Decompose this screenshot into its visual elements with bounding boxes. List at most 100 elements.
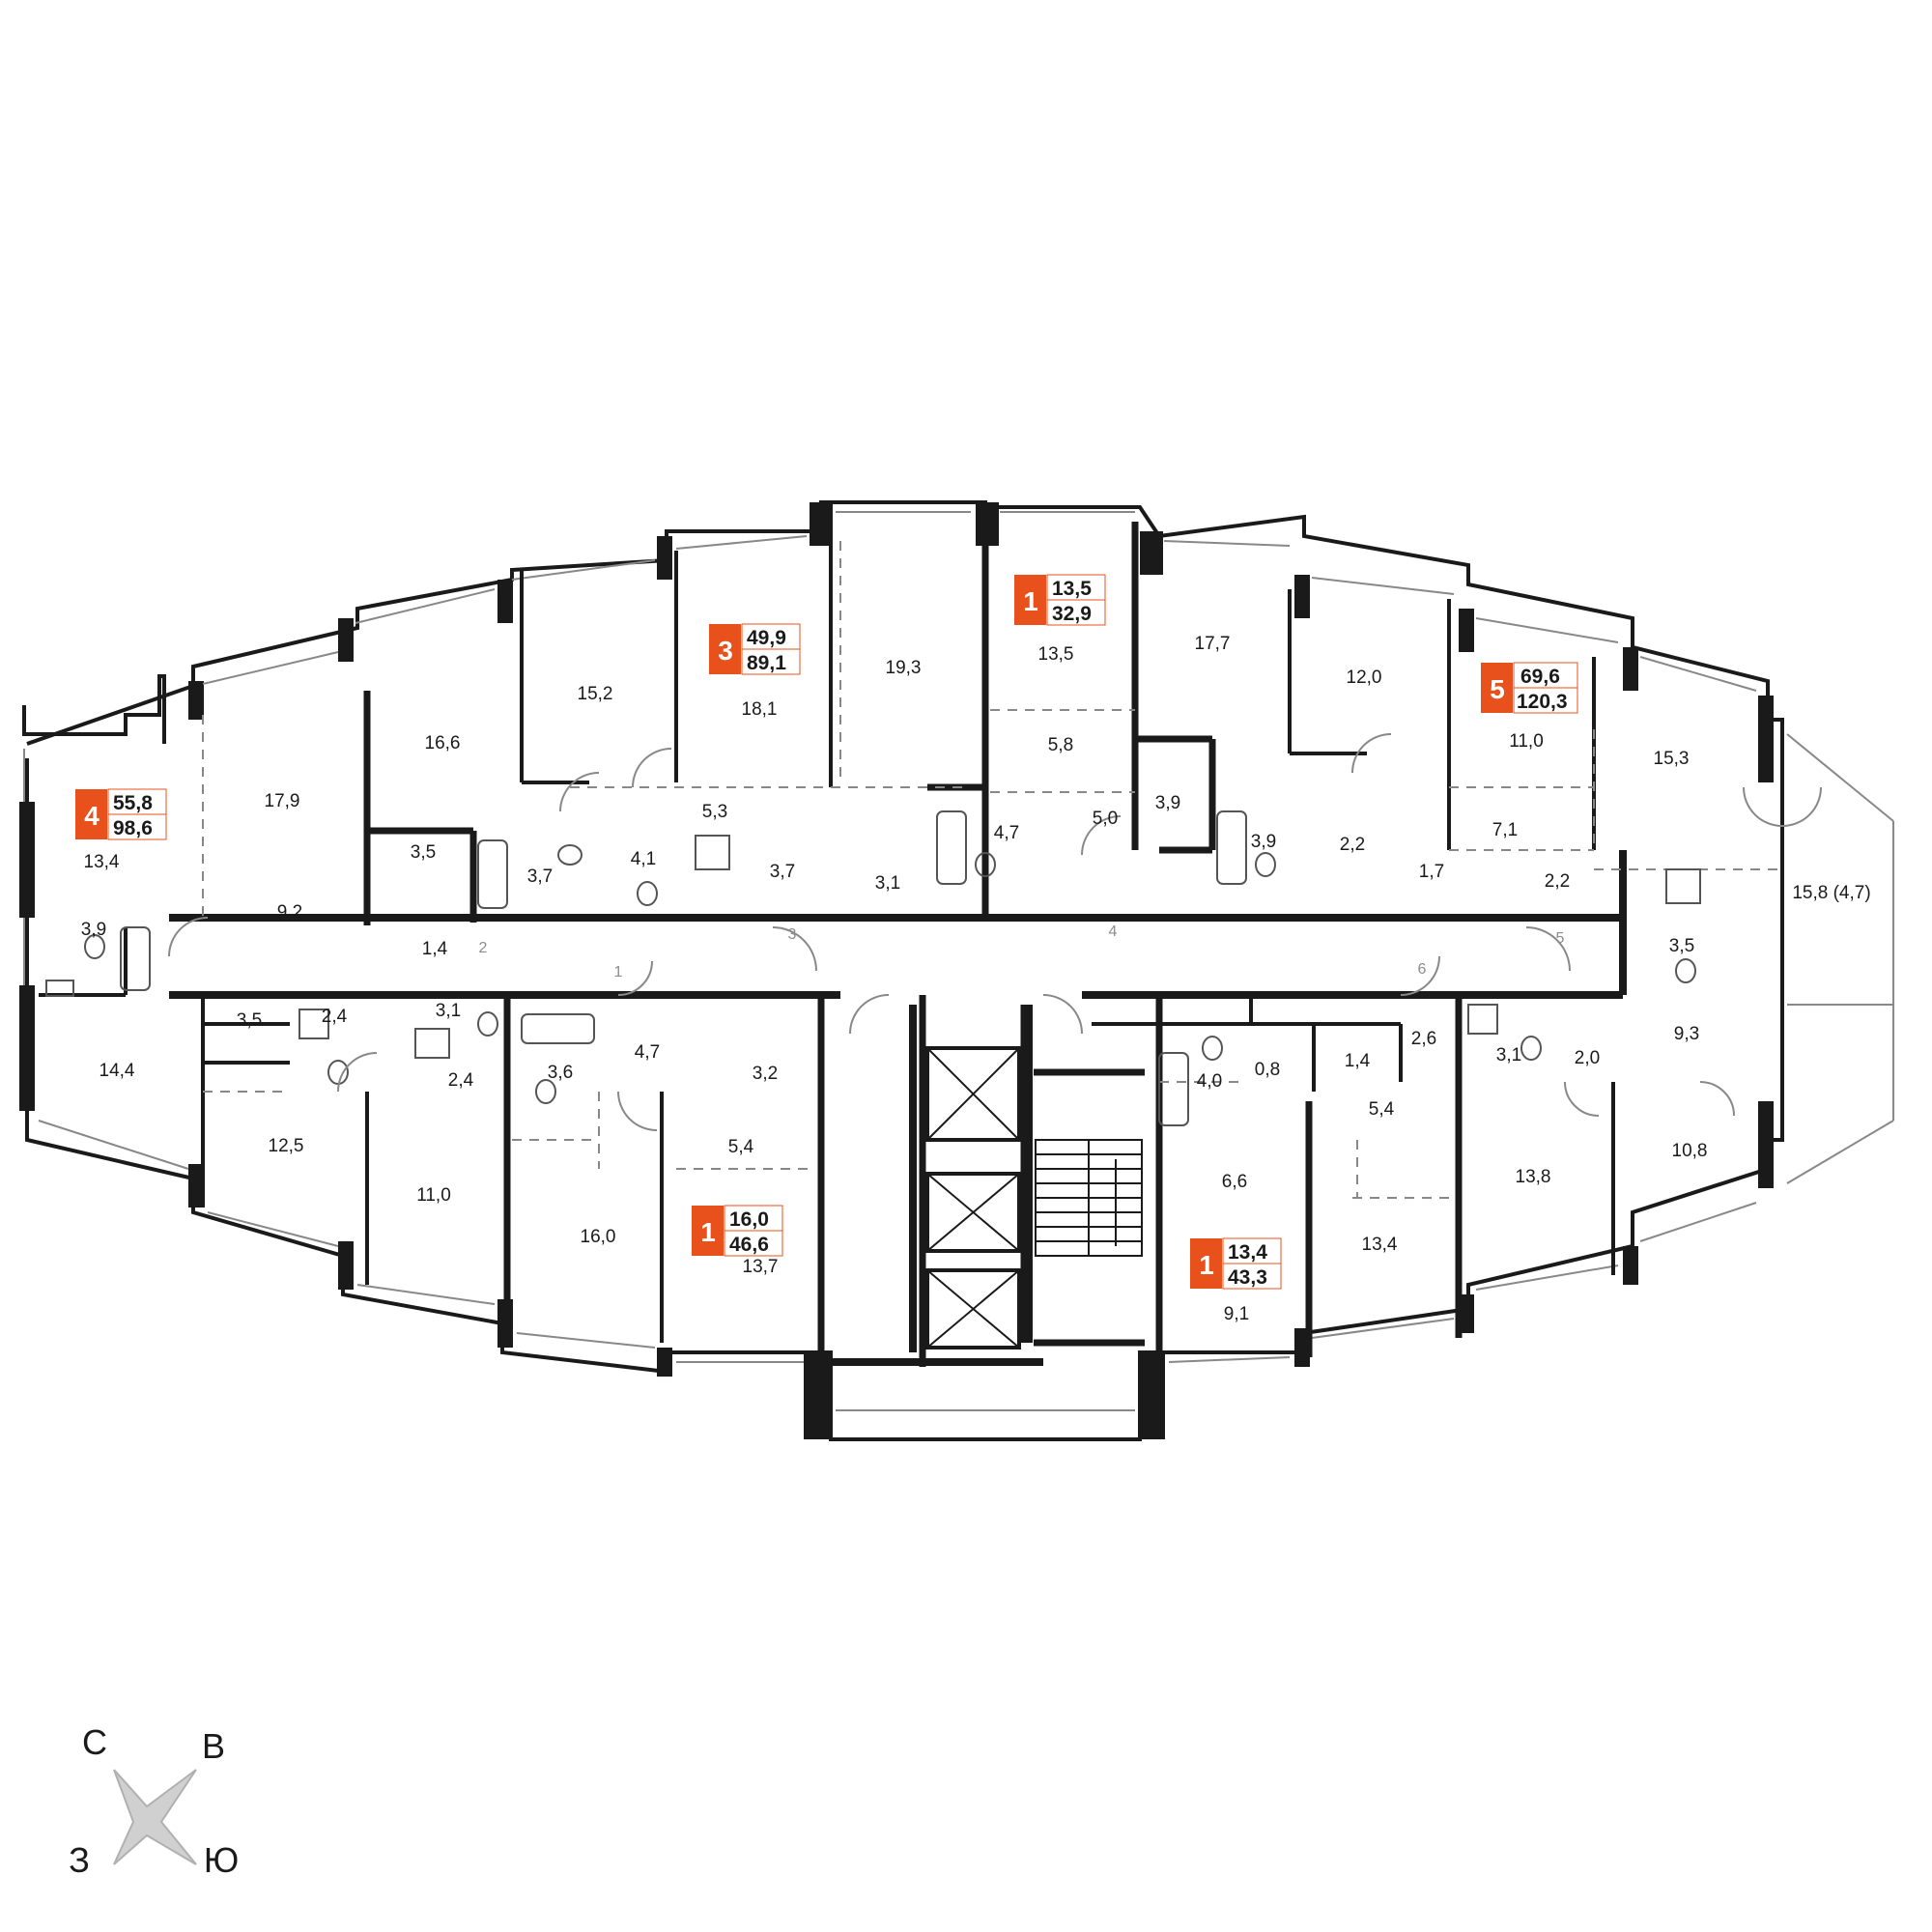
room-area: 3,1	[875, 873, 900, 894]
room-area: 15,8 (4,7)	[1792, 883, 1870, 903]
room-area: 2,0	[1575, 1048, 1600, 1068]
badge-rooms: 4	[84, 801, 99, 831]
room-area: 3,1	[436, 1001, 461, 1021]
apartment-badge-1-top[interactable]: 1 13,5 32,9	[1014, 574, 1106, 626]
room-area: 3,9	[1251, 832, 1276, 852]
room-area: 13,5	[1038, 644, 1074, 665]
room-area: 0,8	[1255, 1060, 1280, 1080]
room-area: 1,7	[1419, 862, 1444, 882]
room-area: 16,6	[425, 733, 461, 753]
room-area: 12,5	[269, 1136, 304, 1156]
room-area: 18,1	[742, 699, 778, 720]
compass-south: Ю	[204, 1840, 239, 1880]
compass-north: С	[82, 1722, 107, 1762]
apartment-badge-5[interactable]: 5 69,6 120,3	[1481, 662, 1578, 714]
room-area: 10,8	[1672, 1141, 1708, 1161]
badge-rooms: 5	[1490, 674, 1505, 704]
room-area: 5,3	[702, 802, 727, 822]
badge-rooms: 3	[718, 636, 733, 666]
room-area: 3,5	[411, 842, 436, 863]
door-number: 4	[1109, 923, 1118, 940]
staircase	[1035, 1139, 1143, 1257]
badge-rooms-box	[709, 624, 741, 674]
badge-total-area: 98,6	[113, 817, 153, 839]
compass-east: В	[202, 1726, 225, 1766]
room-area: 5,8	[1048, 735, 1073, 755]
badge-living-area: 13,5	[1052, 578, 1092, 600]
room-area: 13,4	[1362, 1235, 1398, 1255]
room-area: 2,2	[1545, 871, 1570, 892]
badge-rooms: 1	[1199, 1250, 1214, 1280]
badge-total-area: 43,3	[1228, 1266, 1267, 1289]
room-area: 4,7	[635, 1042, 660, 1063]
door-number: 6	[1418, 961, 1427, 978]
elevator-core	[909, 1005, 1033, 1352]
badge-total-area: 46,6	[729, 1234, 769, 1256]
building-outline	[22, 500, 1784, 1441]
room-area: 17,9	[265, 791, 300, 811]
room-area: 4,1	[631, 849, 656, 869]
windows	[23, 511, 1894, 1411]
badge-living-area: 49,9	[747, 627, 786, 649]
badge-rooms-box	[75, 789, 107, 839]
room-area: 19,3	[886, 658, 922, 678]
apartment-badge-4[interactable]: 4 55,8 98,6	[75, 788, 167, 840]
room-area: 11,0	[416, 1185, 451, 1206]
compass-icon: С В З Ю	[69, 1722, 239, 1880]
room-area: 11,0	[1509, 731, 1544, 752]
room-labels: 13,4 17,9 16,6 15,2 18,1 19,3 13,5 17,7 …	[81, 634, 1871, 1324]
door-number: 2	[479, 940, 488, 956]
room-area: 15,2	[578, 684, 613, 704]
badge-total-area: 32,9	[1052, 603, 1092, 625]
door-numbers: 1 2 3 4 5 6	[479, 923, 1565, 980]
room-area: 1,4	[422, 939, 448, 959]
badge-living-area: 13,4	[1228, 1241, 1267, 1264]
room-area: 3,9	[1155, 793, 1180, 813]
room-area: 2,4	[448, 1070, 474, 1091]
room-area: 4,0	[1197, 1071, 1222, 1092]
door-number: 1	[614, 964, 623, 980]
exterior-walls	[19, 502, 1774, 1439]
room-area: 3,7	[770, 862, 795, 882]
compass-west: З	[69, 1840, 90, 1880]
room-area: 13,7	[743, 1257, 779, 1277]
room-area: 3,5	[237, 1010, 262, 1031]
apartment-badge-1-left[interactable]: 1 16,0 46,6	[692, 1205, 783, 1257]
room-area: 2,6	[1411, 1029, 1436, 1049]
room-area: 13,4	[84, 852, 120, 872]
room-area: 3,6	[548, 1063, 573, 1083]
badge-total-area: 120,3	[1517, 691, 1568, 713]
badge-total-area: 89,1	[747, 652, 786, 674]
room-area: 3,5	[1669, 936, 1694, 956]
room-area: 3,9	[81, 920, 106, 940]
room-area: 1,4	[1345, 1051, 1371, 1071]
badge-rooms-box	[1014, 575, 1046, 625]
badge-rooms-box	[1190, 1238, 1222, 1289]
room-area: 14,4	[99, 1061, 135, 1081]
badge-rooms-box	[1481, 663, 1513, 713]
room-area: 13,8	[1516, 1167, 1551, 1187]
bathroom-fixtures	[45, 810, 1701, 1126]
room-area: 5,0	[1093, 809, 1118, 829]
room-area: 5,4	[728, 1137, 754, 1157]
badge-rooms-box	[692, 1206, 724, 1256]
badge-living-area: 69,6	[1520, 666, 1560, 688]
badge-living-area: 55,8	[113, 792, 153, 814]
apartment-badge-1-right[interactable]: 1 13,4 43,3	[1190, 1237, 1282, 1290]
room-area: 7,1	[1492, 820, 1518, 840]
room-area: 9,2	[277, 902, 302, 923]
room-area: 15,3	[1654, 749, 1690, 769]
room-area: 12,0	[1347, 668, 1382, 688]
room-area: 3,7	[527, 867, 553, 887]
compass-star	[113, 1769, 197, 1865]
badge-rooms: 1	[1023, 586, 1038, 616]
apartment-badge-3[interactable]: 3 49,9 89,1	[709, 623, 801, 675]
room-area: 3,2	[753, 1064, 778, 1084]
badge-living-area: 16,0	[729, 1208, 769, 1231]
room-area: 5,4	[1369, 1099, 1395, 1120]
room-area: 9,3	[1674, 1024, 1699, 1044]
room-area: 16,0	[581, 1227, 616, 1247]
room-area: 6,6	[1222, 1172, 1247, 1192]
room-area: 17,7	[1195, 634, 1231, 654]
